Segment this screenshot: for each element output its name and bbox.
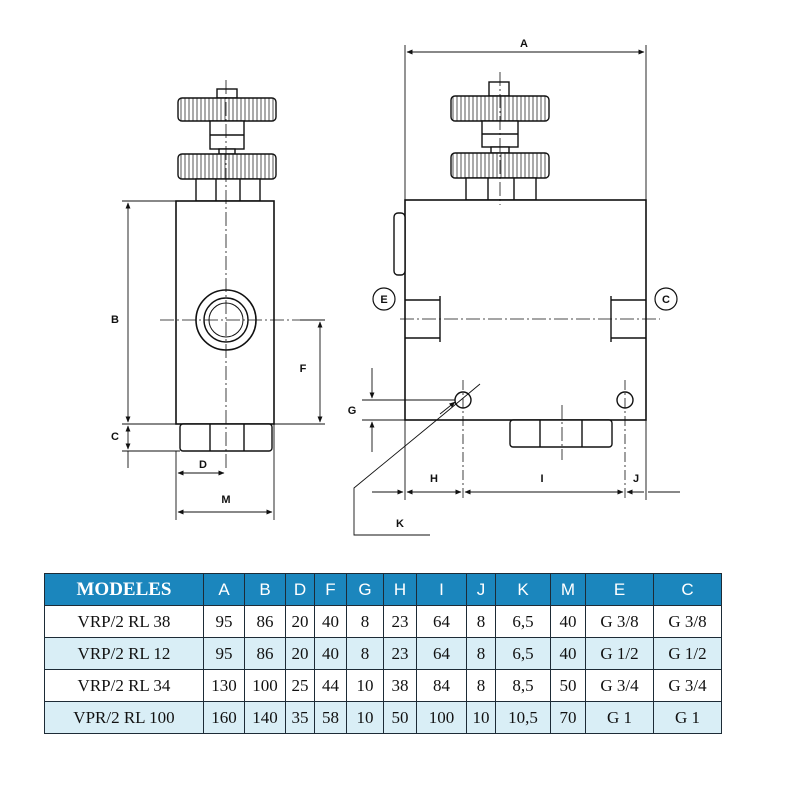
table-cell: 86 (244, 637, 286, 670)
front-view-dimensions (353, 45, 680, 536)
table-cell: 20 (285, 605, 315, 638)
header-cell: K (495, 573, 551, 606)
front-view (393, 72, 660, 500)
header-cell: C (653, 573, 722, 606)
table-cell: 8 (466, 669, 496, 702)
table-cell: 10 (346, 669, 384, 702)
table-cell: G 1 (585, 701, 654, 734)
header-cell: A (203, 573, 245, 606)
table-cell: 20 (285, 637, 315, 670)
table-cell: G 1/2 (585, 637, 654, 670)
table-cell: 130 (203, 669, 245, 702)
table-header-row: MODELES A B D F G H I J K M E C (44, 573, 722, 606)
table-cell: 50 (383, 701, 417, 734)
table-cell: 40 (550, 637, 586, 670)
table-cell: 40 (550, 605, 586, 638)
table-row: VPR/2 RL 100 160 140 35 58 10 50 100 10 … (44, 701, 722, 734)
table-row: VRP/2 RL 38 95 86 20 40 8 23 64 8 6,5 40… (44, 605, 722, 638)
table-cell: 8 (466, 637, 496, 670)
table-cell: 8,5 (495, 669, 551, 702)
table-cell: 84 (416, 669, 467, 702)
table-cell: 25 (285, 669, 315, 702)
port-label-e-text: E (380, 294, 387, 306)
header-cell: M (550, 573, 586, 606)
table-cell: 8 (346, 605, 384, 638)
table-cell: 44 (314, 669, 347, 702)
table-cell: 40 (314, 637, 347, 670)
dim-label-b: B (111, 314, 119, 326)
table-cell: G 3/8 (585, 605, 654, 638)
port-label-c-text: C (662, 294, 670, 306)
table-cell: 95 (203, 637, 245, 670)
dim-label-m: M (221, 494, 230, 506)
header-cell: MODELES (44, 573, 204, 606)
header-cell: D (285, 573, 315, 606)
table-cell: 58 (314, 701, 347, 734)
table-row: VRP/2 RL 12 95 86 20 40 8 23 64 8 6,5 40… (44, 637, 722, 670)
table-cell: 100 (416, 701, 467, 734)
header-cell: G (346, 573, 384, 606)
table-cell: 10,5 (495, 701, 551, 734)
table-cell: 23 (383, 637, 417, 670)
table-cell: G 1 (653, 701, 722, 734)
table-cell: 23 (383, 605, 417, 638)
table-cell: 86 (244, 605, 286, 638)
table-cell: VRP/2 RL 38 (44, 605, 204, 638)
dim-label-k: K (396, 518, 404, 530)
table-cell: 50 (550, 669, 586, 702)
table-cell: 38 (383, 669, 417, 702)
dim-label-a: A (520, 38, 528, 50)
header-cell: E (585, 573, 654, 606)
table-cell: G 1/2 (653, 637, 722, 670)
table-cell: 95 (203, 605, 245, 638)
table-cell: 70 (550, 701, 586, 734)
port-label-c: C (654, 287, 678, 311)
header-cell: F (314, 573, 347, 606)
table-cell: VRP/2 RL 34 (44, 669, 204, 702)
dim-label-j: J (633, 473, 639, 485)
table-cell: VPR/2 RL 100 (44, 701, 204, 734)
dim-label-g: G (348, 405, 357, 417)
table-cell: 10 (346, 701, 384, 734)
table-cell: 40 (314, 605, 347, 638)
table-cell: 160 (203, 701, 245, 734)
dim-label-f: F (300, 363, 307, 375)
port-label-e: E (372, 287, 396, 311)
side-view (160, 80, 300, 470)
table-cell: 6,5 (495, 637, 551, 670)
header-cell: J (466, 573, 496, 606)
table-cell: 8 (346, 637, 384, 670)
table-cell: G 3/8 (653, 605, 722, 638)
table-row: VRP/2 RL 34 130 100 25 44 10 38 84 8 8,5… (44, 669, 722, 702)
table-cell: 8 (466, 605, 496, 638)
table-cell: 35 (285, 701, 315, 734)
header-cell: H (383, 573, 417, 606)
technical-drawing: A B C D F G H I J K M E C (111, 38, 680, 536)
dim-label-d: D (199, 459, 207, 471)
table-cell: 100 (244, 669, 286, 702)
table-cell: 140 (244, 701, 286, 734)
table-cell: G 3/4 (653, 669, 722, 702)
table-cell: 64 (416, 605, 467, 638)
dim-label-c: C (111, 431, 119, 443)
models-dimension-table: MODELES A B D F G H I J K M E C VRP/2 RL… (44, 573, 722, 734)
side-view-dimensions (122, 200, 325, 520)
table-cell: VRP/2 RL 12 (44, 637, 204, 670)
table-cell: 10 (466, 701, 496, 734)
header-cell: I (416, 573, 467, 606)
table-cell: 64 (416, 637, 467, 670)
dim-label-h: H (430, 473, 438, 485)
table-cell: G 3/4 (585, 669, 654, 702)
header-cell: B (244, 573, 286, 606)
table-cell: 6,5 (495, 605, 551, 638)
dim-label-i: I (540, 473, 543, 485)
